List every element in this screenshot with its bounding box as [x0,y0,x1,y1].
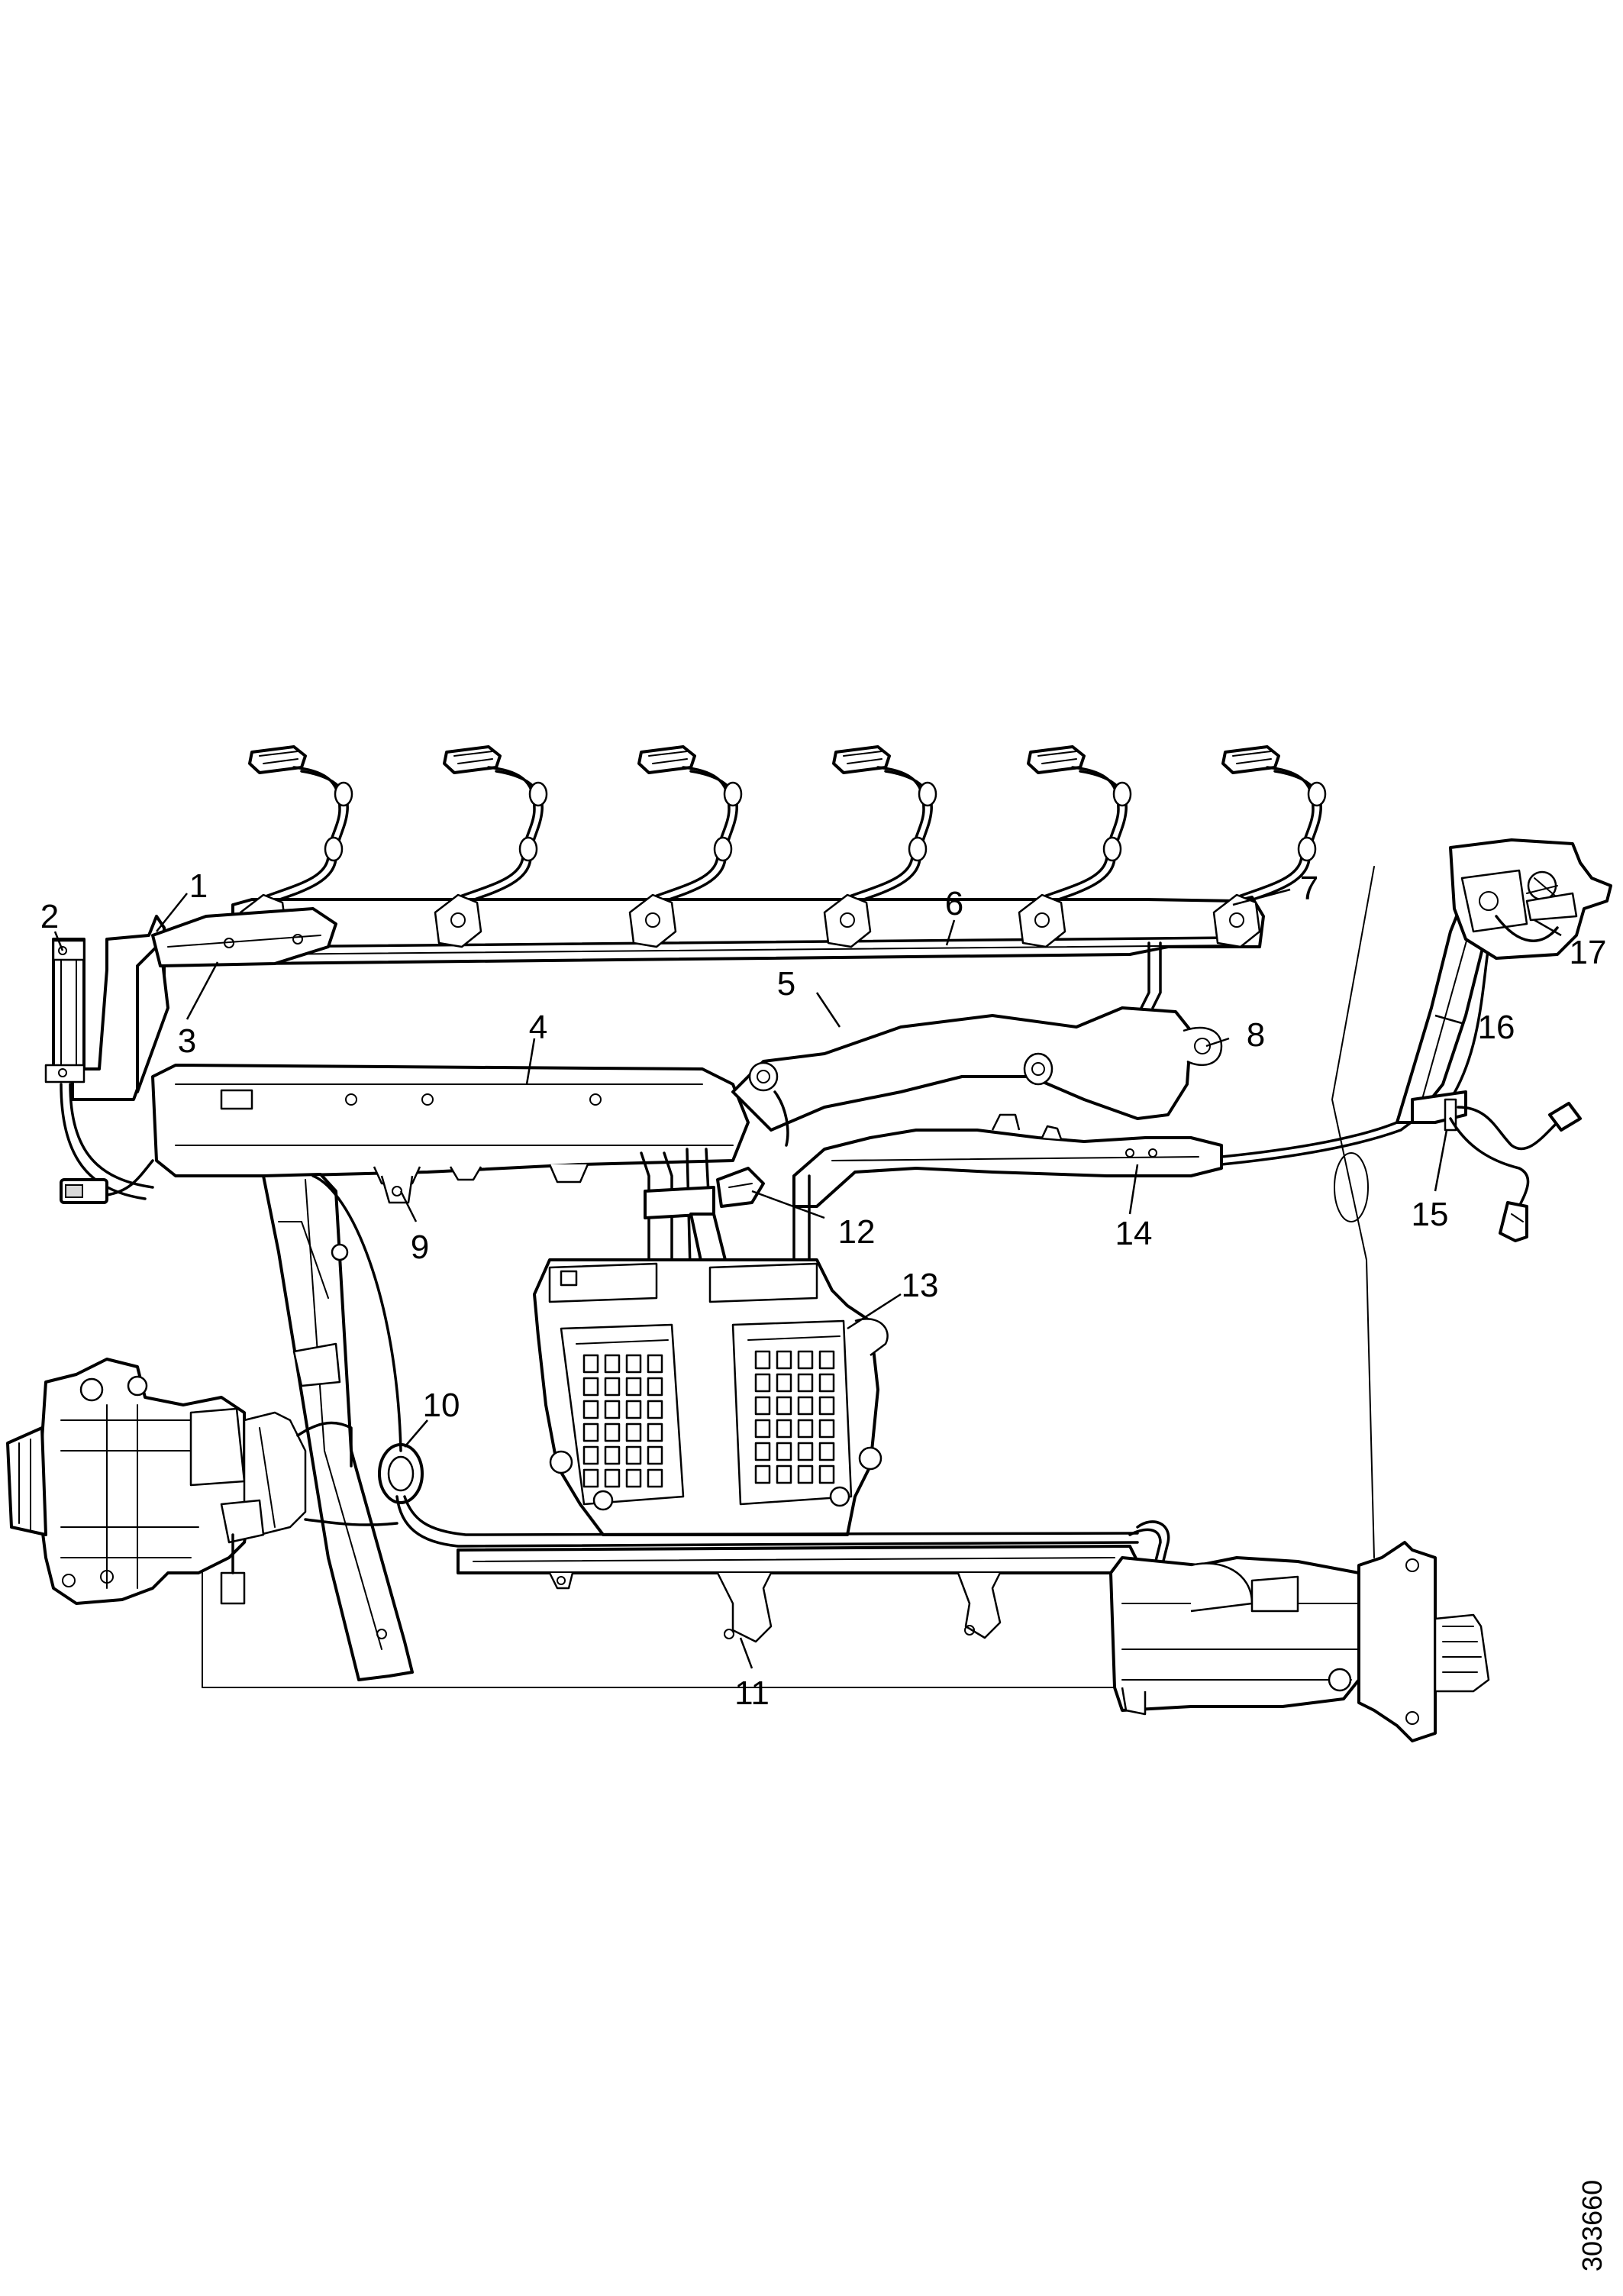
ecu-pin [754,1396,771,1416]
ecu-pin [797,1373,814,1393]
ecu-pin [625,1400,642,1419]
callout-15: 15 [1412,1196,1449,1233]
ecu-pin [647,1400,663,1419]
ecu-pin [604,1445,621,1465]
ecu-pin [818,1442,835,1461]
ecu-pin [647,1422,663,1442]
injector-connector [434,745,548,948]
ecu-pin [582,1400,599,1419]
ecu-pin [604,1422,621,1442]
ecu-pin [604,1468,621,1488]
callout-14: 14 [1115,1215,1153,1252]
callout-1: 1 [189,867,208,905]
vertical-support-bracket [262,1173,414,1681]
ecu-pin [754,1464,771,1484]
callout-6: 6 [945,885,963,922]
document-number: 303660 [1576,2180,1608,2272]
grommet [311,1174,1139,1548]
ecu-pin [647,1377,663,1397]
ecu-pin [604,1354,621,1374]
ecu-pin [776,1373,792,1393]
ecu-pin [797,1396,814,1416]
ecu-pin [754,1442,771,1461]
callout-16: 16 [1478,1009,1515,1046]
bottom-cable-channel [457,1520,1170,1643]
ecu-pin [625,1354,642,1374]
ecu-pin [776,1442,792,1461]
callout-leaders [53,888,1562,1669]
ecu-pin [625,1468,642,1488]
ecu-pin [818,1464,835,1484]
callout-3: 3 [178,1022,196,1060]
right-harness-branch [1220,838,1612,1242]
callout-labels: 1 2 3 4 5 6 7 8 9 10 11 12 13 14 15 16 1… [40,867,1607,1712]
ecu-pin [582,1468,599,1488]
ecu-pin [625,1422,642,1442]
ecu-pin [818,1350,835,1370]
ecu-pin [818,1396,835,1416]
ecu-pin [754,1419,771,1439]
injector-harness-rail [231,896,1265,1009]
ecu-pin [754,1350,771,1370]
ecu-pin [625,1445,642,1465]
upper-harness-duct [731,1006,1223,1132]
injector-connector [1018,745,1132,948]
ecu-pin [582,1422,599,1442]
ecu-pin [647,1445,663,1465]
ecu-pin [797,1442,814,1461]
ecu-pin [776,1464,792,1484]
engine-control-unit [533,1258,889,1536]
injector-connector [823,745,937,948]
callout-13: 13 [902,1267,939,1304]
callout-8: 8 [1247,1016,1265,1054]
ecu-pin [582,1377,599,1397]
ecu-pin [797,1350,814,1370]
ecu-pin [604,1400,621,1419]
callout-17: 17 [1570,934,1607,971]
ecu-pin [797,1464,814,1484]
callout-5: 5 [777,965,795,1003]
starter-motor [1109,1541,1490,1742]
ecu-pin [647,1468,663,1488]
ecu-pin [754,1373,771,1393]
ecu-connector-pins-right [754,1350,835,1484]
callout-2: 2 [40,898,59,935]
injector-connector [628,745,743,948]
ecu-pin [797,1419,814,1439]
ecu-pin [582,1354,599,1374]
callout-12: 12 [838,1213,876,1251]
ecu-pin [625,1377,642,1397]
injector-connector [1212,745,1327,948]
callout-4: 4 [529,1009,547,1046]
ecu-pin [604,1377,621,1397]
callout-11: 11 [734,1674,770,1712]
main-harness-rail [105,1064,750,1196]
ecu-connector-pins-left [582,1354,663,1488]
callout-10: 10 [423,1387,460,1424]
callout-7: 7 [1300,870,1318,907]
ecu-pin [818,1373,835,1393]
ecu-pin [776,1396,792,1416]
ecu-pin [776,1350,792,1370]
ecu-pin [818,1419,835,1439]
alternator [6,1358,398,1605]
left-bracket [44,907,337,1204]
ecu-pin [776,1419,792,1439]
ecu-pin [582,1445,599,1465]
lower-harness-duct [792,1113,1223,1208]
callout-9: 9 [411,1229,429,1266]
ecu-pin [647,1354,663,1374]
